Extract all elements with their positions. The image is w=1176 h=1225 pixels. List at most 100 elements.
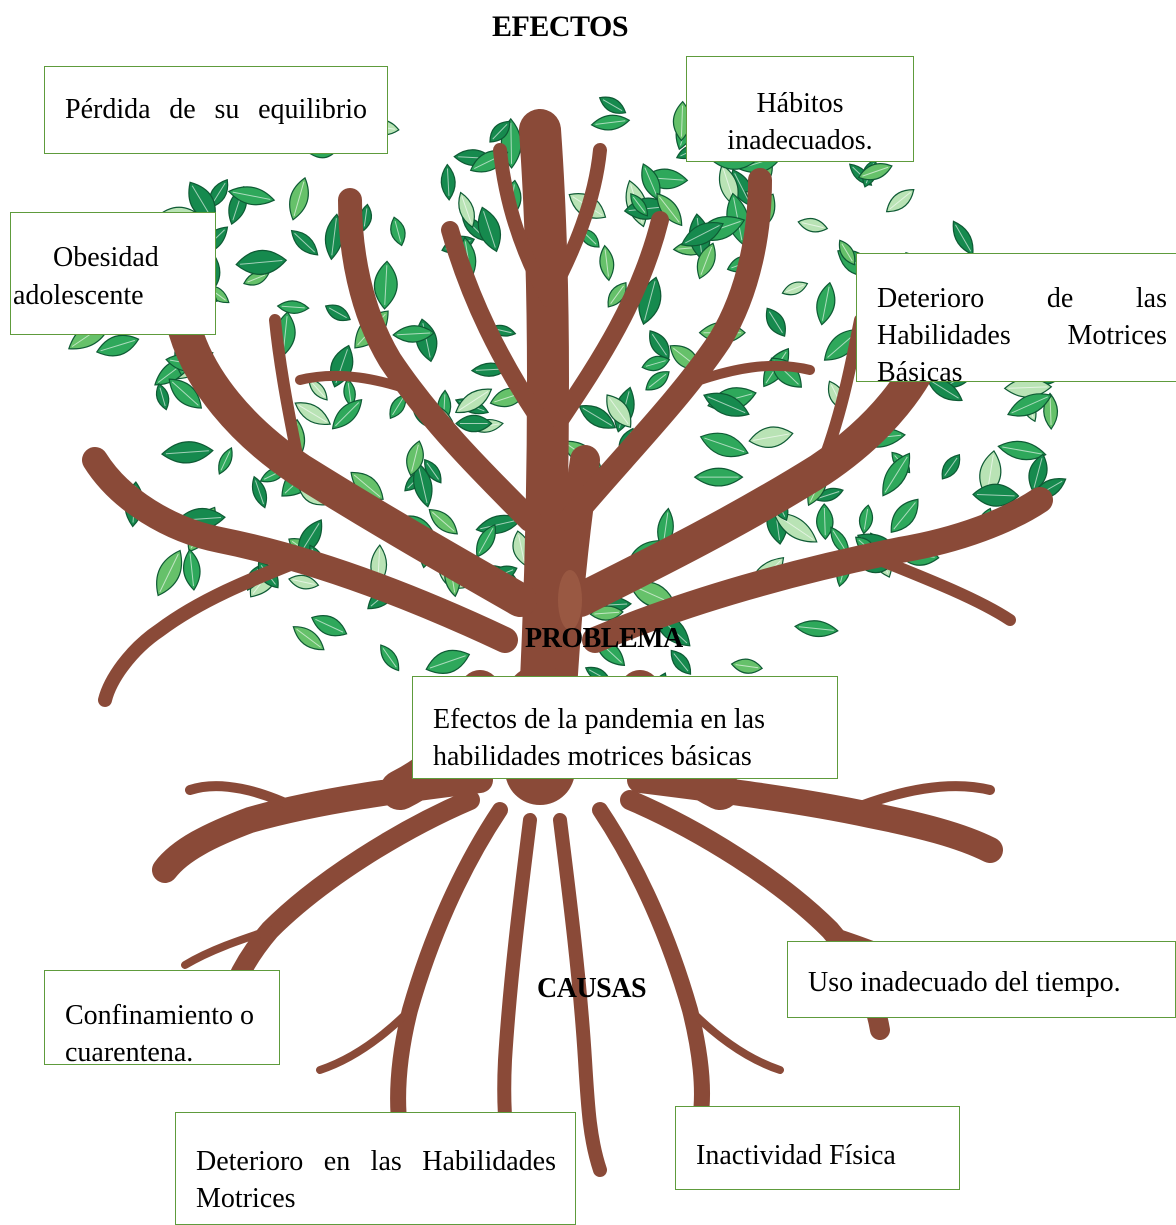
- leaf-vein: [862, 166, 889, 177]
- leaf-vein: [432, 511, 455, 532]
- cause-box-deterioro-habilidades: Deterioro en las Habilidades Motrices: [175, 1112, 576, 1225]
- leaf-vein: [798, 626, 834, 631]
- leaf-vein: [884, 456, 908, 493]
- leaf-vein: [189, 553, 195, 587]
- leaf-vein: [353, 474, 381, 498]
- leaf-vein: [171, 381, 199, 406]
- leaf-vein: [100, 339, 135, 352]
- cause-text-confinamiento: Confinamiento o cuarentena.: [65, 1000, 254, 1065]
- leaf-vein: [893, 502, 916, 530]
- leaf-vein: [335, 402, 360, 427]
- leaf-vein: [363, 208, 368, 227]
- leaf-vein: [680, 105, 684, 137]
- leaf-vein: [604, 249, 609, 277]
- leaf-vein: [446, 168, 450, 196]
- leaf-vein: [328, 307, 347, 319]
- trunk-knot: [558, 570, 582, 630]
- leaf-vein: [863, 509, 869, 530]
- cause-box-uso-tiempo: Uso inadecuado del tiempo.: [787, 941, 1176, 1018]
- cause-text-deterioro-habilidades: Deterioro en las Habilidades Motrices: [196, 1146, 556, 1214]
- effect-box-deterioro-habilidades: Deterioro de las Habilidades Motrices Bá…: [856, 253, 1176, 382]
- leaf-vein: [296, 628, 321, 648]
- cause-text-uso-tiempo: Uso inadecuado del tiempo.: [808, 967, 1121, 998]
- leaf-vein: [609, 397, 629, 425]
- leaf-vein: [394, 221, 402, 242]
- leaf-vein: [510, 122, 513, 164]
- leaf-vein: [384, 265, 388, 305]
- leaf-vein: [1008, 386, 1048, 389]
- leaf-vein: [841, 243, 853, 262]
- leaf-vein: [602, 99, 623, 112]
- leaf-vein: [347, 383, 352, 403]
- leaf-vein: [594, 611, 620, 615]
- leaf-vein: [734, 173, 750, 203]
- leaf-vein: [165, 450, 209, 455]
- leaf-vein: [802, 222, 824, 229]
- leaf-vein: [159, 553, 179, 593]
- leaf-vein: [159, 387, 166, 406]
- leaf-vein: [632, 196, 646, 213]
- leaf-vein: [315, 618, 344, 633]
- leaf-vein: [331, 218, 337, 256]
- tree-branches: [82, 109, 1053, 735]
- leaf-vein: [397, 332, 431, 336]
- heading-problem: PROBLEMA: [525, 623, 683, 654]
- leaf-vein: [1002, 446, 1042, 455]
- leaf-vein: [492, 123, 508, 140]
- cause-text-inactividad: Inactividad Física: [696, 1140, 896, 1171]
- leaf-vein: [518, 534, 525, 562]
- effect-box-habitos: Hábitos inadecuados.: [686, 56, 914, 162]
- heading-effects: EFECTOS: [492, 10, 629, 43]
- cause-box-confinamiento: Confinamiento o cuarentena.: [44, 970, 280, 1065]
- leaf-vein: [429, 655, 466, 669]
- leaf-vein: [478, 528, 494, 554]
- leaf-vein: [930, 380, 959, 399]
- leaf-vein: [1033, 458, 1043, 488]
- leaf-vein: [651, 333, 667, 356]
- effect-box-perdida-equilibrio: Pérdida de su equilibrio: [44, 66, 388, 154]
- leaf-vein: [823, 507, 826, 536]
- leaf-vein: [426, 462, 440, 480]
- leaf-vein: [818, 490, 840, 499]
- effect-text-habitos: Hábitos inadecuados.: [727, 88, 873, 156]
- leaf-vein: [889, 191, 912, 210]
- leaf-vein: [685, 225, 720, 244]
- leaf-vein: [298, 404, 328, 423]
- leaf-vein: [281, 305, 305, 309]
- leaf-vein: [644, 167, 658, 197]
- leaf-vein: [220, 451, 231, 471]
- effect-text-obesidad: Obesidad adolescente: [13, 242, 159, 311]
- leaf-vein: [976, 494, 1015, 497]
- leaf-vein: [458, 391, 489, 411]
- leaf-vein: [461, 196, 472, 224]
- leaf-vein: [753, 433, 789, 441]
- problem-box: Efectos de la pandemia en las habilidade…: [412, 676, 838, 779]
- leaf-vein: [707, 396, 746, 414]
- effect-text-perdida-equilibrio: Pérdida de su equilibrio: [65, 94, 367, 125]
- leaf-vein: [247, 274, 266, 283]
- leaf-vein: [648, 373, 667, 388]
- heading-causes: CAUSAS: [537, 973, 647, 1004]
- leaf-vein: [785, 284, 804, 293]
- leaf-vein: [832, 530, 847, 553]
- leaf-vein: [311, 381, 325, 398]
- effect-text-deterioro-habilidades: Deterioro de las Habilidades Motrices Bá…: [877, 283, 1167, 382]
- leaf-vein: [1011, 396, 1048, 414]
- leaf-vein: [1049, 397, 1052, 426]
- effect-box-obesidad: Obesidad adolescente: [10, 212, 216, 335]
- leaf-vein: [294, 232, 316, 253]
- leaf-vein: [595, 120, 626, 125]
- leaf-vein: [658, 196, 680, 223]
- leaf-vein: [411, 444, 419, 472]
- leaf-vein: [240, 260, 283, 265]
- leaf-vein: [768, 311, 783, 333]
- leaf-vein: [704, 437, 745, 453]
- leaf-vein: [392, 397, 404, 416]
- leaf-vein: [955, 224, 972, 252]
- leaf-vein: [644, 281, 656, 321]
- leaf-vein: [254, 480, 265, 505]
- leaf-vein: [735, 664, 759, 669]
- problem-text: Efectos de la pandemia en las habilidade…: [433, 704, 765, 772]
- leaf-vein: [483, 211, 496, 248]
- leaf-vein: [292, 579, 315, 585]
